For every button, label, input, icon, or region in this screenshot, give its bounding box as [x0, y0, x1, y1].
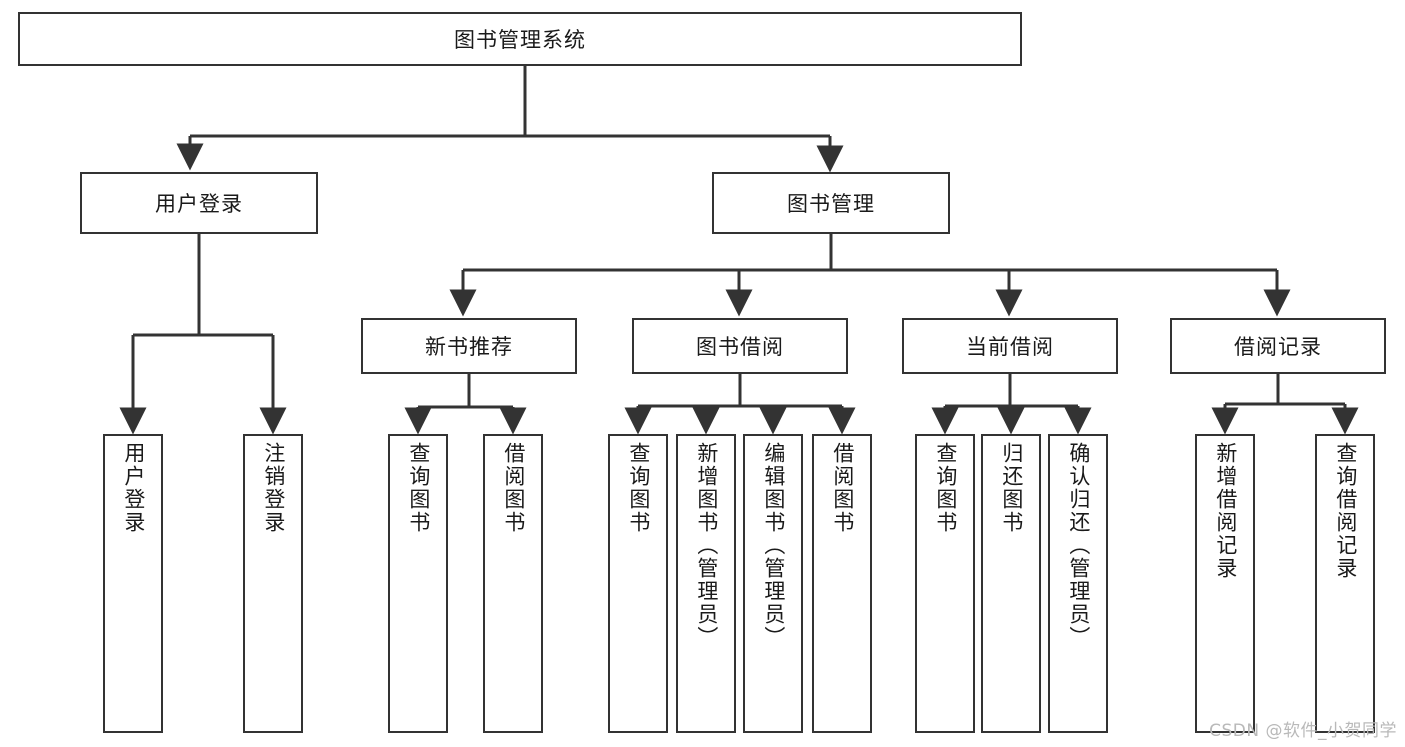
node-root[interactable]: 图书管理系统	[18, 12, 1022, 66]
node-current-borrow[interactable]: 当前借阅	[902, 318, 1118, 374]
node-user-login[interactable]: 用户登录	[80, 172, 318, 234]
leaf-return-book[interactable]: 归还图书	[981, 434, 1041, 733]
leaf-user-login-label: 用户登录	[121, 442, 146, 534]
node-book-borrow-label: 图书借阅	[696, 335, 784, 359]
leaf-borrow-book-1[interactable]: 借阅图书	[483, 434, 543, 733]
node-book-manage-label: 图书管理	[787, 192, 875, 216]
leaf-add-borrow-record[interactable]: 新增借阅记录	[1195, 434, 1255, 733]
leaf-edit-book-admin-label: 编辑图书（管理员）	[761, 442, 786, 649]
leaf-query-book-1-label: 查询图书	[406, 442, 431, 534]
leaf-add-book-admin-label: 新增图书（管理员）	[694, 442, 719, 649]
leaf-borrow-book-1-label: 借阅图书	[501, 442, 526, 534]
node-borrow-record-label: 借阅记录	[1234, 335, 1322, 359]
node-borrow-record[interactable]: 借阅记录	[1170, 318, 1386, 374]
leaf-user-logout[interactable]: 注销登录	[243, 434, 303, 733]
leaf-query-book-1[interactable]: 查询图书	[388, 434, 448, 733]
leaf-add-borrow-record-label: 新增借阅记录	[1213, 442, 1238, 580]
leaf-edit-book-admin[interactable]: 编辑图书（管理员）	[743, 434, 803, 733]
leaf-query-borrow-record-label: 查询借阅记录	[1333, 442, 1358, 580]
leaf-query-book-2-label: 查询图书	[626, 442, 651, 534]
leaf-query-book-2[interactable]: 查询图书	[608, 434, 668, 733]
leaf-query-book-3[interactable]: 查询图书	[915, 434, 975, 733]
node-user-login-label: 用户登录	[155, 192, 243, 216]
leaf-borrow-book-2-label: 借阅图书	[830, 442, 855, 534]
node-current-borrow-label: 当前借阅	[966, 335, 1054, 359]
node-new-book-recommend-label: 新书推荐	[425, 335, 513, 359]
leaf-add-book-admin[interactable]: 新增图书（管理员）	[676, 434, 736, 733]
leaf-user-login[interactable]: 用户登录	[103, 434, 163, 733]
leaf-confirm-return-admin-label: 确认归还（管理员）	[1066, 442, 1091, 649]
leaf-borrow-book-2[interactable]: 借阅图书	[812, 434, 872, 733]
csdn-watermark: CSDN @软件_小贺同学	[1209, 721, 1397, 741]
leaf-confirm-return-admin[interactable]: 确认归还（管理员）	[1048, 434, 1108, 733]
node-book-manage[interactable]: 图书管理	[712, 172, 950, 234]
leaf-user-logout-label: 注销登录	[261, 442, 286, 534]
leaf-return-book-label: 归还图书	[999, 442, 1024, 534]
node-book-borrow[interactable]: 图书借阅	[632, 318, 848, 374]
leaf-query-borrow-record[interactable]: 查询借阅记录	[1315, 434, 1375, 733]
node-new-book-recommend[interactable]: 新书推荐	[361, 318, 577, 374]
leaf-query-book-3-label: 查询图书	[933, 442, 958, 534]
node-root-label: 图书管理系统	[454, 28, 586, 52]
